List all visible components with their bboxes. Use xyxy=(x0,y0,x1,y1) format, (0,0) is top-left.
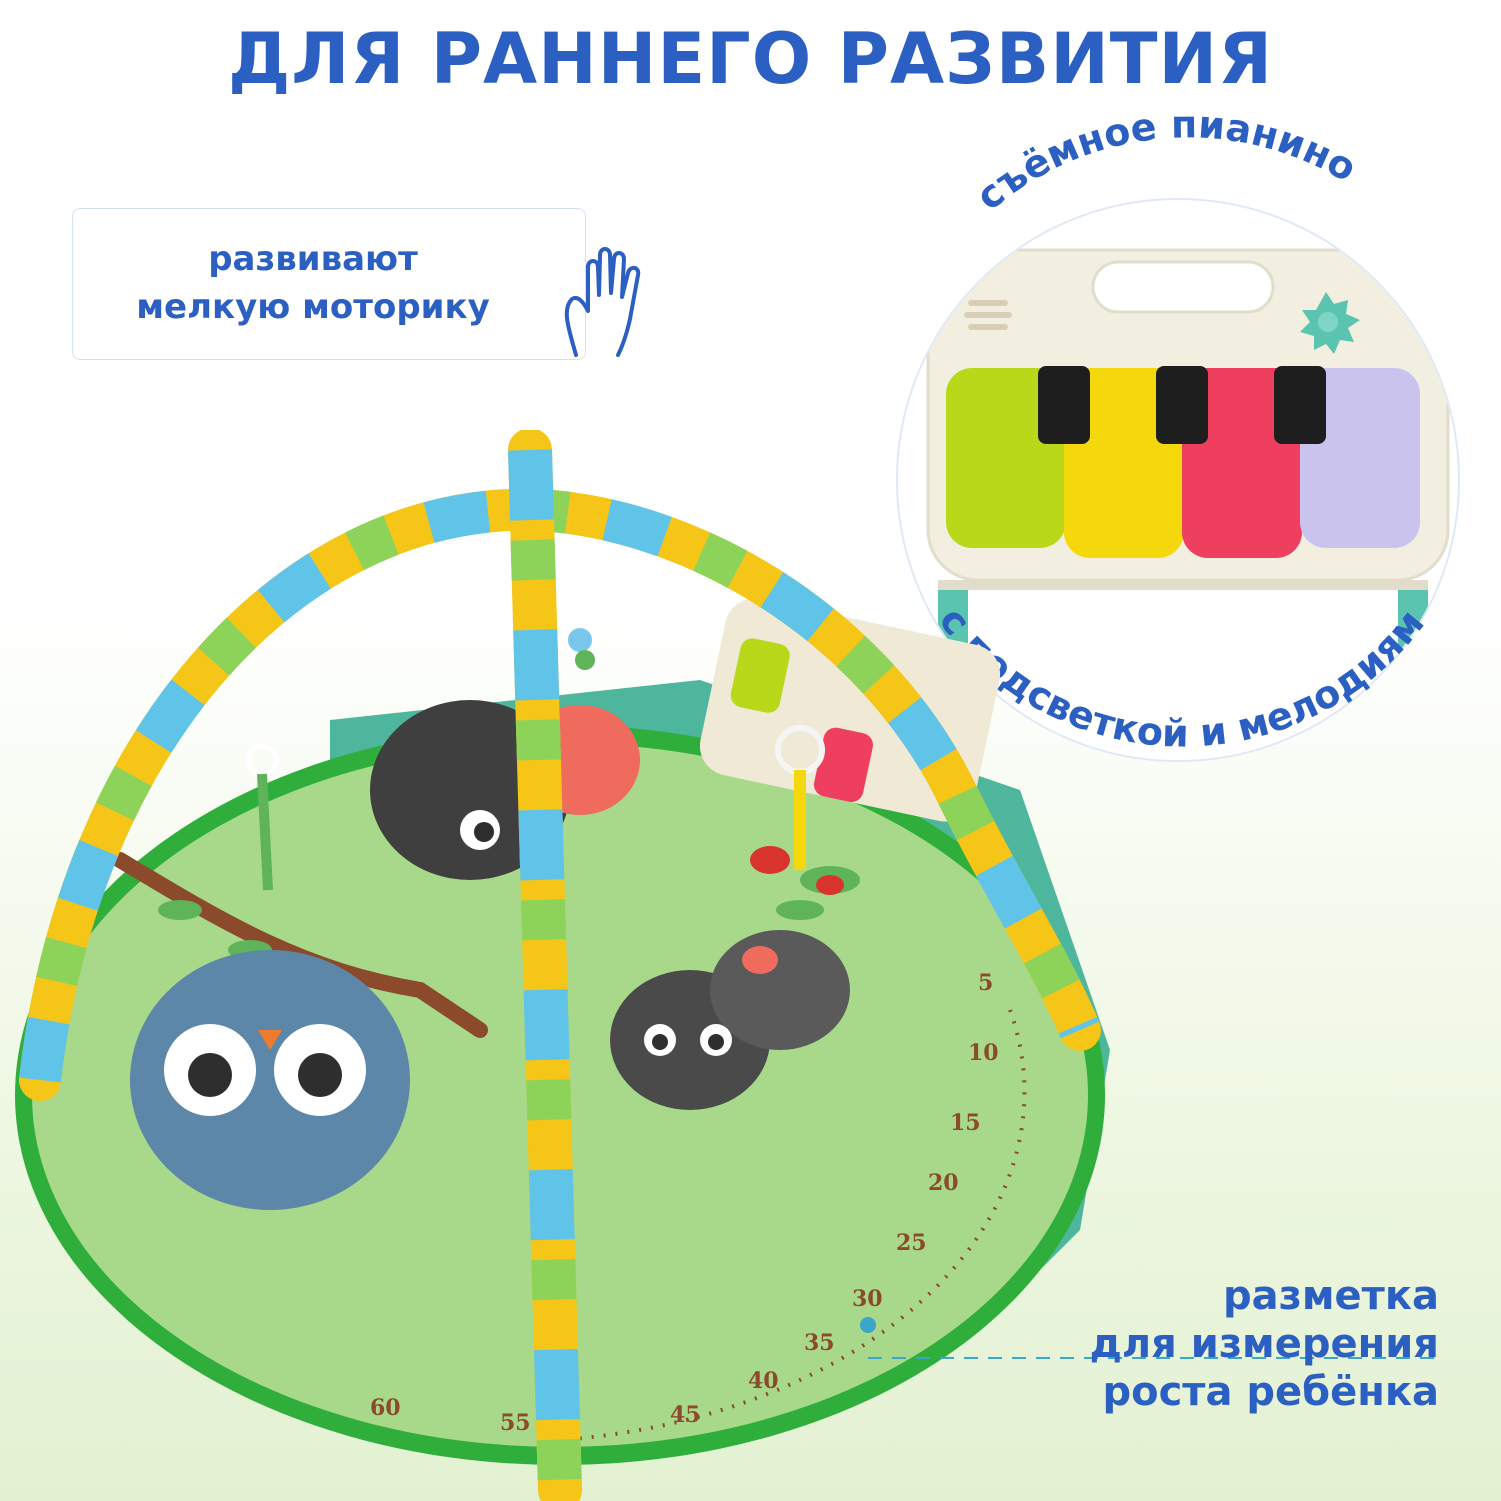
ruler-label: 60 xyxy=(370,1395,401,1421)
ruler-label: 20 xyxy=(928,1170,959,1196)
tree-branch xyxy=(112,852,488,1038)
piano-key-red xyxy=(1182,368,1302,558)
play-mat-illustration: 5 10 15 20 25 30 35 40 45 55 60 xyxy=(15,430,1110,1501)
motor-skills-line1: развивают xyxy=(208,239,418,279)
ruler-label: 55 xyxy=(500,1410,531,1436)
motor-skills-line2: мелкую моторику xyxy=(136,287,490,327)
measure-line2: для измерения xyxy=(1089,1321,1439,1367)
ruler-label: 10 xyxy=(968,1040,999,1066)
ruler-label: 25 xyxy=(896,1230,927,1256)
measure-caption: разметка для измерения роста ребёнка xyxy=(1090,1272,1439,1416)
motor-skills-text: развивают мелкую моторику xyxy=(93,235,533,331)
owl-illustration xyxy=(130,950,410,1210)
ruler-label: 40 xyxy=(748,1368,779,1394)
ruler-label: 30 xyxy=(852,1286,883,1312)
growth-ruler xyxy=(559,1009,1027,1442)
piano-black-key-2 xyxy=(1156,366,1208,444)
hanging-toys xyxy=(245,628,825,891)
hand-icon xyxy=(564,247,641,357)
piano-black-key-1 xyxy=(1038,366,1090,444)
measure-line1: разметка xyxy=(1222,1273,1439,1319)
speaker-grille xyxy=(964,300,1012,330)
raccoon-illustration xyxy=(610,930,850,1110)
ruler-label: 15 xyxy=(950,1110,981,1136)
piano-handle xyxy=(1091,260,1275,314)
piano-black-key-3 xyxy=(1274,366,1326,444)
piano-key-lilac xyxy=(1300,368,1420,548)
measure-line3: роста ребёнка xyxy=(1102,1369,1439,1415)
arch-pole xyxy=(508,430,582,1501)
ruler-label: 45 xyxy=(670,1402,701,1428)
piano-key-yellow xyxy=(1064,368,1184,558)
piano-key-lime xyxy=(946,368,1066,548)
ruler-label: 5 xyxy=(978,970,993,996)
ruler-label: 35 xyxy=(804,1330,835,1356)
mushrooms xyxy=(750,846,844,895)
ruler-labels: 5 10 15 20 25 30 35 40 45 55 60 xyxy=(370,970,999,1436)
motor-skills-card: развивают мелкую моторику xyxy=(72,208,641,360)
sun-button-icon xyxy=(1300,292,1360,354)
arch-stripes xyxy=(19,488,1100,1083)
page-title: ДЛЯ РАННЕГО РАЗВИТИЯ xyxy=(227,18,1274,100)
